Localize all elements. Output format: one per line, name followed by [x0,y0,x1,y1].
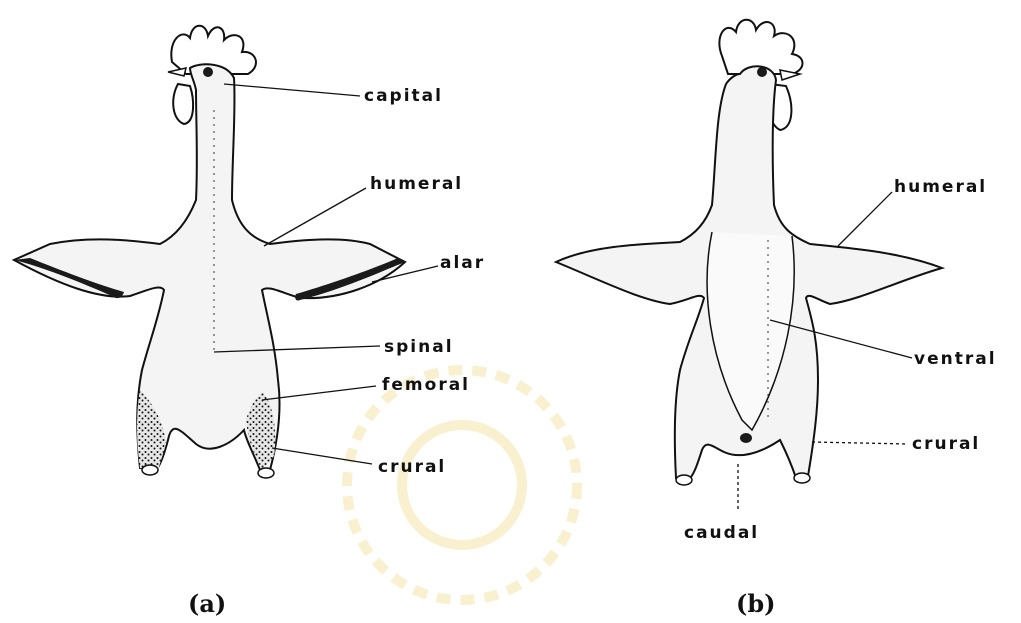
caption-a: (a) [188,589,226,618]
caption-b: (b) [736,589,776,618]
label-alar: alar [440,253,485,273]
label-femoral: femoral [382,375,470,395]
label-ventral: ventral [914,349,997,369]
chicken-ventral-drawing [556,20,942,485]
watermark-seal [347,370,577,600]
label-crural-b: crural [912,434,980,454]
label-crural-a: crural [378,457,446,477]
label-spinal: spinal [384,337,454,357]
label-capital: capital [364,86,443,106]
label-humeral-a: humeral [370,174,463,194]
label-humeral-b: humeral [894,177,987,197]
label-caudal: caudal [684,523,759,543]
chicken-dorsal-drawing [14,26,405,478]
